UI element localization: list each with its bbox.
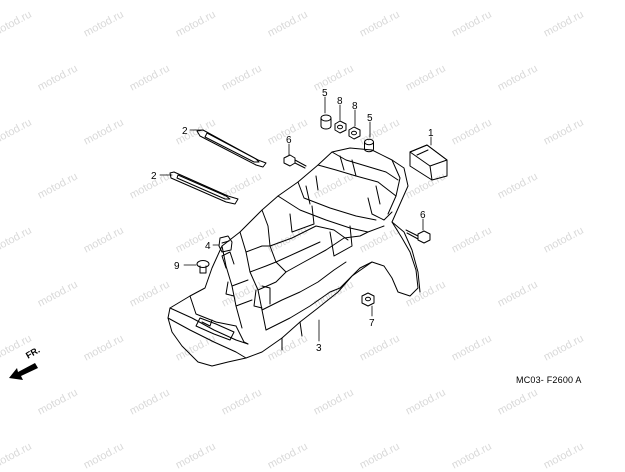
bolt-6-upper	[283, 154, 307, 169]
nut-7	[361, 292, 375, 307]
collar-5-right	[364, 138, 374, 153]
bolt-6-right	[405, 229, 431, 244]
callout-5-left: 5	[322, 88, 328, 99]
callout-1: 1	[428, 128, 434, 139]
diagram-code: MC03- F2600 A	[516, 375, 582, 385]
callout-3: 3	[316, 343, 322, 354]
collar-5-left	[320, 114, 332, 130]
clip-4	[218, 235, 233, 253]
callout-5-right: 5	[367, 113, 373, 124]
callout-7: 7	[369, 318, 375, 329]
callout-8-left: 8	[337, 96, 343, 107]
rear-fender-body	[167, 147, 421, 367]
callout-6-right: 6	[420, 210, 426, 221]
arrow-left-down-icon	[9, 363, 38, 380]
rivet-9	[196, 260, 210, 274]
callout-6-upper: 6	[286, 135, 292, 146]
front-direction-arrow	[7, 352, 47, 382]
callout-9: 9	[174, 261, 180, 272]
gasket-strip-upper	[196, 129, 267, 168]
callout-2-upper: 2	[182, 126, 188, 137]
reflector-plate	[409, 144, 448, 181]
gasket-strip-lower	[169, 171, 239, 205]
nut-8-right	[348, 126, 361, 140]
callout-4: 4	[205, 241, 211, 252]
nut-8-left	[334, 120, 347, 134]
callout-2-lower: 2	[151, 171, 157, 182]
callout-8-right: 8	[352, 101, 358, 112]
leader-lines	[159, 96, 432, 342]
